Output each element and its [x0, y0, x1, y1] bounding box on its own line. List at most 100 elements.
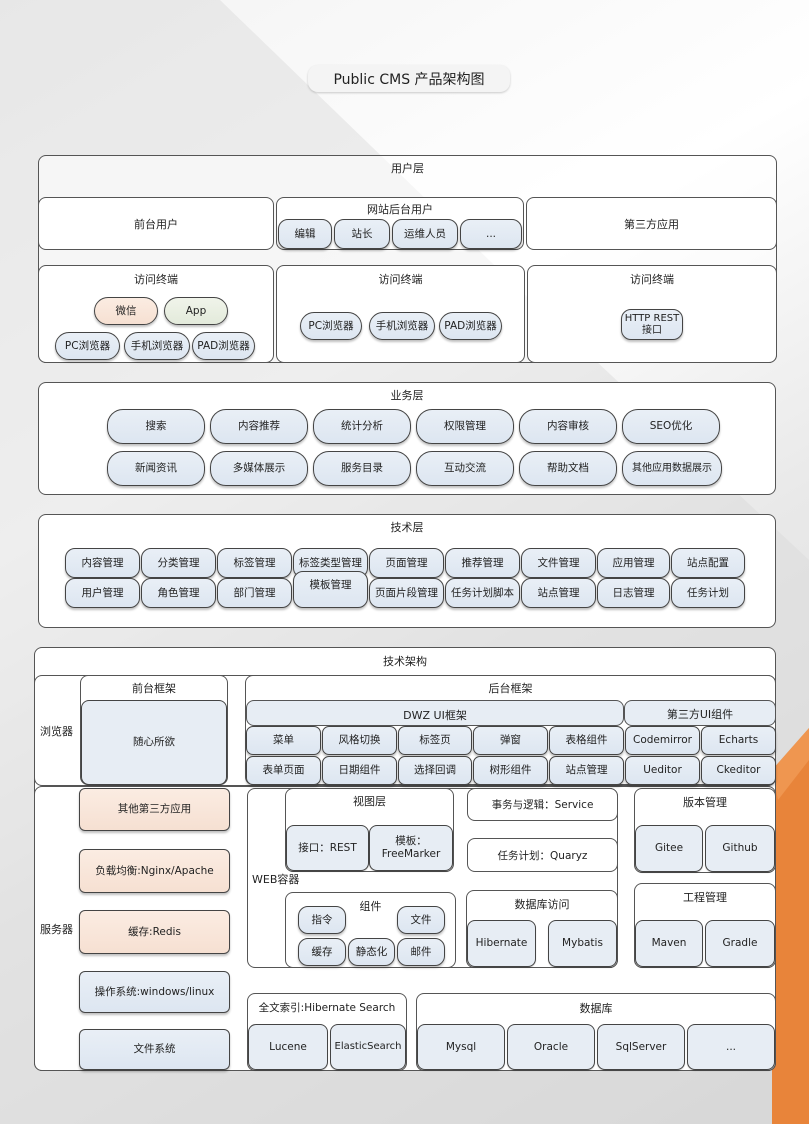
web-container-label: WEB容器	[252, 873, 300, 886]
front-users-label: 前台用户	[134, 218, 178, 231]
tech-module-row1-7: 应用管理	[597, 548, 670, 578]
tech-module-row2-1: 角色管理	[141, 578, 216, 608]
third-party-label: 第三方应用	[624, 218, 679, 231]
tech-module-row1-5: 推荐管理	[445, 548, 520, 578]
tech-module-row2-7: 日志管理	[597, 578, 670, 608]
dwz-component-1: 风格切换	[322, 726, 397, 755]
tech-module-row1-4: 页面管理	[369, 548, 444, 578]
version-mgmt-title: 版本管理	[683, 796, 727, 809]
dwz-framework-header: DWZ UI框架	[246, 700, 624, 726]
tech-module-row2-3: 模板管理	[293, 571, 368, 608]
tech-module-row1-0: 内容管理	[65, 548, 140, 578]
components-title: 组件	[359, 900, 382, 913]
db-access-mybatis: Mybatis	[548, 920, 617, 967]
third-ui-component-0: Codemirror	[625, 726, 700, 755]
server-cache-redis: 缓存:Redis	[79, 910, 230, 954]
third-ui-component-3: Ckeditor	[701, 756, 776, 785]
database-more: ...	[687, 1024, 775, 1070]
fulltext-lucene: Lucene	[248, 1024, 328, 1070]
third-ui-header: 第三方UI组件	[624, 700, 776, 726]
dwz-component-3: 弹窗	[473, 726, 548, 755]
business-layer-title: 业务层	[390, 389, 424, 402]
server-load-balancer: 负载均衡:Nginx/Apache	[79, 849, 230, 893]
front-framework-title: 前台框架	[132, 682, 176, 695]
component-file: 文件	[397, 906, 445, 934]
biz-interaction: 互动交流	[416, 451, 514, 486]
server-operating-system: 操作系统:windows/linux	[79, 971, 230, 1013]
user-layer-title: 用户层	[391, 162, 424, 175]
browser-label: 浏览器	[40, 725, 73, 738]
component-static: 静态化	[348, 938, 395, 966]
admin-user-editor: 编辑	[278, 219, 332, 249]
component-mail: 邮件	[397, 938, 445, 966]
terminal-wechat: 微信	[94, 297, 158, 325]
view-layer-title: 视图层	[353, 795, 386, 808]
terminal-pc-browser: PC浏览器	[300, 312, 362, 340]
db-access-title: 数据库访问	[514, 898, 570, 911]
back-framework-title: 后台框架	[488, 682, 533, 695]
tech-module-row1-6: 文件管理	[521, 548, 596, 578]
tech-module-row1-8: 站点配置	[671, 548, 745, 578]
dwz-component-5: 表单页面	[246, 756, 321, 785]
biz-search: 搜索	[107, 409, 205, 444]
biz-help-docs: 帮助文档	[519, 451, 617, 486]
tech-module-row1-1: 分类管理	[141, 548, 216, 578]
biz-seo: SEO优化	[622, 409, 720, 444]
third-ui-component-2: Ueditor	[625, 756, 700, 785]
component-cache: 缓存	[298, 938, 346, 966]
biz-other-apps: 其他应用数据展示	[622, 451, 722, 486]
terminal-title: 访问终端	[134, 273, 178, 286]
page-title: Public CMS 产品架构图	[308, 65, 510, 92]
biz-permissions: 权限管理	[416, 409, 514, 444]
quartz-task-scheduler: 任务计划：Quaryz	[467, 838, 618, 872]
third-party-box: 第三方应用	[526, 197, 777, 250]
biz-multimedia: 多媒体展示	[210, 451, 308, 486]
terminal-pc-browser: PC浏览器	[55, 332, 120, 360]
dwz-component-4: 表格组件	[549, 726, 624, 755]
dwz-component-6: 日期组件	[322, 756, 397, 785]
biz-statistics: 统计分析	[313, 409, 411, 444]
front-users-box: 前台用户	[38, 197, 274, 250]
terminal-mobile-browser: 手机浏览器	[369, 312, 435, 340]
tech-module-row2-8: 任务计划	[671, 578, 745, 608]
version-github: Github	[705, 825, 775, 872]
fulltext-title: 全文索引:Hibernate Search	[258, 1002, 396, 1014]
dwz-framework-title: DWZ UI框架	[403, 709, 467, 722]
database-sqlserver: SqlServer	[597, 1024, 685, 1070]
tech-module-row2-0: 用户管理	[65, 578, 140, 608]
dwz-component-9: 站点管理	[549, 756, 624, 785]
biz-content-review: 内容审核	[519, 409, 617, 444]
admin-user-webmaster: 站长	[334, 219, 390, 249]
terminal-pad-browser: PAD浏览器	[192, 332, 255, 360]
architecture-title: 技术架构	[383, 655, 427, 668]
database-oracle: Oracle	[507, 1024, 595, 1070]
database-mysql: Mysql	[417, 1024, 505, 1070]
component-directive: 指令	[298, 906, 346, 934]
front-framework-content: 随心所欲	[81, 700, 227, 785]
terminal-http-rest: HTTP REST 接口	[621, 309, 683, 340]
admin-users-title: 网站后台用户	[367, 203, 433, 216]
view-freemarker-template: 模板： FreeMarker	[369, 825, 453, 871]
tech-module-row1-2: 标签管理	[217, 548, 292, 578]
project-mgmt-title: 工程管理	[683, 891, 727, 904]
version-gitee: Gitee	[635, 825, 703, 872]
server-third-party-apps: 其他第三方应用	[79, 788, 230, 831]
terminal-title: 访问终端	[378, 273, 423, 286]
server-label: 服务器	[40, 923, 73, 936]
service-layer: 事务与逻辑：Service	[467, 788, 618, 821]
tech-module-row2-6: 站点管理	[521, 578, 596, 608]
server-file-system: 文件系统	[79, 1029, 230, 1070]
admin-user-ops: 运维人员	[392, 219, 458, 249]
tech-module-row2-5: 任务计划脚本	[445, 578, 520, 608]
biz-content-recommend: 内容推荐	[210, 409, 308, 444]
terminal-title: 访问终端	[630, 273, 674, 286]
tech-module-row2-2: 部门管理	[217, 578, 292, 608]
view-rest-interface: 接口：REST	[286, 825, 369, 871]
third-ui-title: 第三方UI组件	[666, 708, 734, 721]
tech-layer-title: 技术层	[390, 521, 424, 534]
terminal-mobile-browser: 手机浏览器	[124, 332, 190, 360]
tech-module-row2-4: 页面片段管理	[369, 578, 444, 608]
project-gradle: Gradle	[705, 920, 775, 967]
biz-news: 新闻资讯	[107, 451, 205, 486]
db-access-hibernate: Hibernate	[467, 920, 536, 967]
